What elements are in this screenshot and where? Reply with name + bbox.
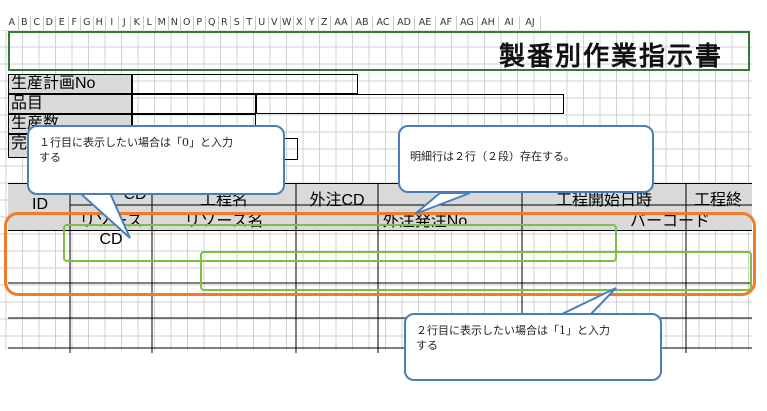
column-header-f[interactable]: F [69, 16, 81, 30]
column-header-x[interactable]: X [294, 16, 306, 30]
column-header-o[interactable]: O [181, 16, 194, 30]
column-header-s[interactable]: S [231, 16, 244, 30]
column-header-c[interactable]: C [31, 16, 44, 30]
column-header-ac[interactable]: AC [373, 16, 394, 30]
header-barcode: バーコード [629, 213, 710, 230]
header-process-end: 工程終 [694, 192, 743, 209]
plan-no-value[interactable] [132, 74, 358, 94]
callout-second-row: ２行目に表示したい場合は「1」と入力する [404, 313, 662, 381]
second-row-highlight [200, 251, 752, 291]
header-outsource-cd: 外注CD [309, 192, 365, 209]
column-header-k[interactable]: K [131, 16, 144, 30]
column-header-ae[interactable]: AE [415, 16, 436, 30]
column-header-h[interactable]: H [94, 16, 106, 30]
column-header-n[interactable]: N [169, 16, 181, 30]
column-header-a[interactable]: A [6, 16, 19, 30]
column-header-d[interactable]: D [44, 16, 56, 30]
column-header-aj[interactable]: AJ [520, 16, 541, 30]
column-header-u[interactable]: U [256, 16, 269, 30]
column-header-ab[interactable]: AB [352, 16, 373, 30]
column-header-l[interactable]: L [144, 16, 156, 30]
title-frame [8, 31, 750, 71]
column-header-ag[interactable]: AG [457, 16, 478, 30]
header-process-name: 工程名 [199, 192, 248, 209]
column-header-ai[interactable]: AI [499, 16, 520, 30]
page-title: 製番別作業指示書 [498, 42, 723, 72]
callout-first-row: １行目に表示したい場合は「0」と入力する [27, 125, 285, 195]
column-header-aa[interactable]: AA [331, 16, 352, 30]
column-header-ad[interactable]: AD [394, 16, 415, 30]
callout-detail-rows: 明細行は２行（２段）存在する。 [398, 125, 654, 193]
detail-rows-highlight [4, 212, 756, 296]
column-header-ah[interactable]: AH [478, 16, 499, 30]
column-header-w[interactable]: W [281, 16, 294, 30]
column-header-e[interactable]: E [56, 16, 69, 30]
column-header-r[interactable]: R [219, 16, 231, 30]
column-header-p[interactable]: P [194, 16, 206, 30]
column-header-m[interactable]: M [156, 16, 169, 30]
column-header-i[interactable]: I [106, 16, 119, 30]
column-header-b[interactable]: B [19, 16, 31, 30]
column-header-af[interactable]: AF [436, 16, 457, 30]
column-header-v[interactable]: V [269, 16, 281, 30]
label-plan-no: 生産計画No [8, 74, 132, 94]
header-id: ID [32, 196, 48, 213]
first-row-highlight [63, 224, 617, 262]
column-header-t[interactable]: T [244, 16, 256, 30]
column-header-q[interactable]: Q [206, 16, 219, 30]
label-item: 品目 [8, 94, 132, 114]
column-header-z[interactable]: Z [319, 16, 331, 30]
column-header-j[interactable]: J [119, 16, 131, 30]
header-process-start: 工程開始日時 [555, 192, 652, 209]
column-header-y[interactable]: Y [306, 16, 319, 30]
column-header-g[interactable]: G [81, 16, 94, 30]
item-name-value[interactable] [256, 94, 564, 114]
item-code-value[interactable] [132, 94, 256, 114]
